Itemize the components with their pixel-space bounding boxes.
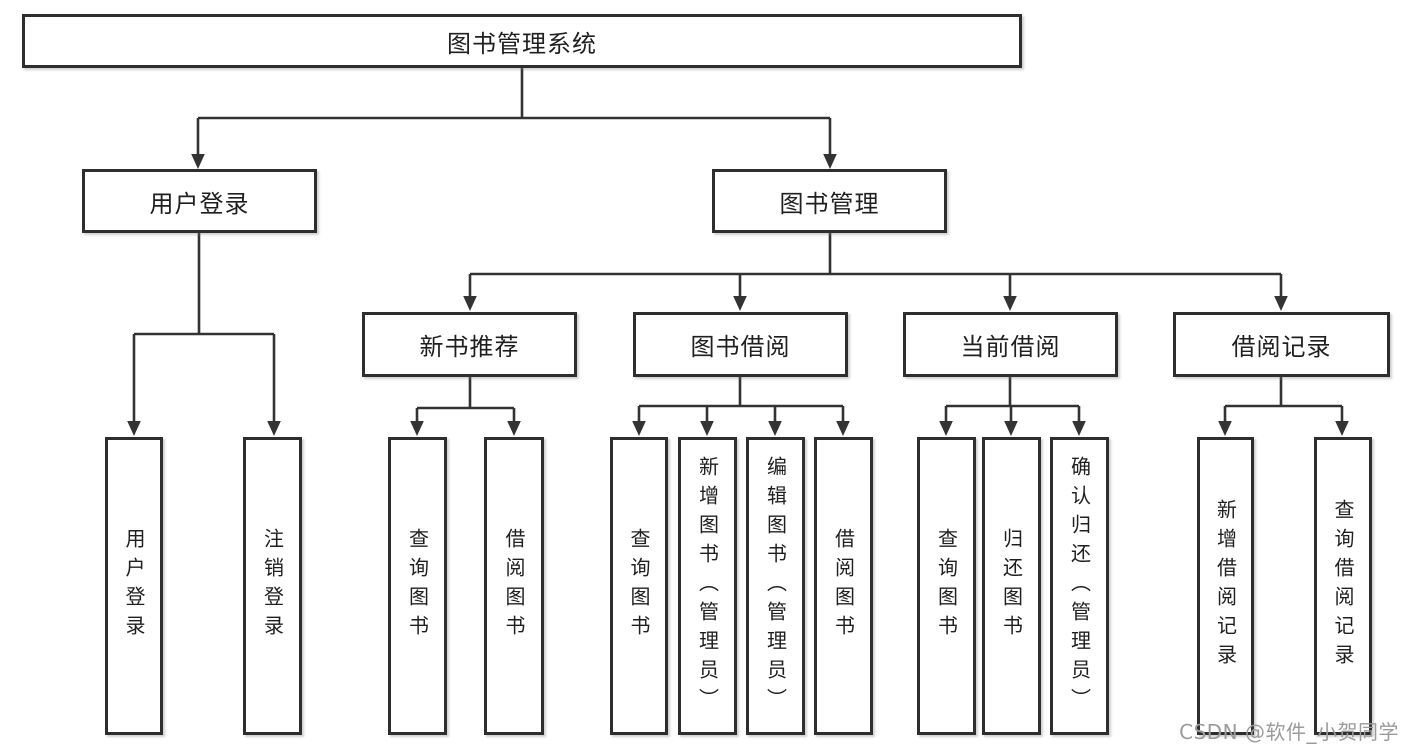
- leaf-label: 查询图书: [934, 528, 959, 644]
- node-leaf-user-login: 用户登录: [105, 437, 163, 735]
- node-leaf-current-return-books: 归还图书: [982, 437, 1041, 735]
- node-module-new-book-recommend: 新书推荐: [362, 312, 577, 377]
- leaf-label: 确认归还（管理员）: [1067, 455, 1092, 717]
- node-leaf-current-query-books: 查询图书: [917, 437, 976, 735]
- watermark: CSDN @软件_小贺同学: [1179, 720, 1399, 744]
- node-branch-user-login: 用户登录: [82, 169, 317, 233]
- leaf-label: 查询图书: [405, 528, 430, 644]
- leaf-label: 注销登录: [260, 528, 285, 644]
- leaf-label: 查询图书: [627, 528, 651, 644]
- node-module-book-borrow: 图书借阅: [633, 312, 848, 377]
- leaf-label: 新增借阅记录: [1213, 499, 1238, 673]
- leaf-label: 新增图书（管理员）: [695, 455, 720, 717]
- node-branch-book-management: 图书管理: [712, 169, 947, 233]
- leaf-label: 编辑图书（管理员）: [763, 455, 788, 717]
- leaf-label: 借阅图书: [831, 528, 856, 644]
- node-leaf-borrow-add-books-admin: 新增图书（管理员）: [678, 437, 737, 735]
- node-leaf-borrow-edit-books-admin: 编辑图书（管理员）: [746, 437, 805, 735]
- node-module-current-borrow: 当前借阅: [903, 312, 1118, 377]
- node-root-system: 图书管理系统: [22, 14, 1022, 68]
- node-leaf-current-confirm-return-admin: 确认归还（管理员）: [1050, 437, 1109, 735]
- leaf-label: 借阅图书: [502, 528, 526, 644]
- node-leaf-record-add-borrow-record: 新增借阅记录: [1197, 437, 1254, 735]
- leaf-label: 查询借阅记录: [1331, 499, 1355, 673]
- node-leaf-rec-query-books: 查询图书: [388, 437, 447, 735]
- node-leaf-borrow-borrow-books: 借阅图书: [814, 437, 873, 735]
- leaf-label: 用户登录: [122, 528, 146, 644]
- leaf-label: 归还图书: [999, 528, 1024, 644]
- node-leaf-logout: 注销登录: [243, 437, 302, 735]
- node-leaf-record-query-borrow-record: 查询借阅记录: [1314, 437, 1372, 735]
- node-leaf-borrow-query-books: 查询图书: [610, 437, 668, 735]
- node-leaf-rec-borrow-books: 借阅图书: [484, 437, 544, 735]
- node-module-borrow-record: 借阅记录: [1173, 312, 1390, 377]
